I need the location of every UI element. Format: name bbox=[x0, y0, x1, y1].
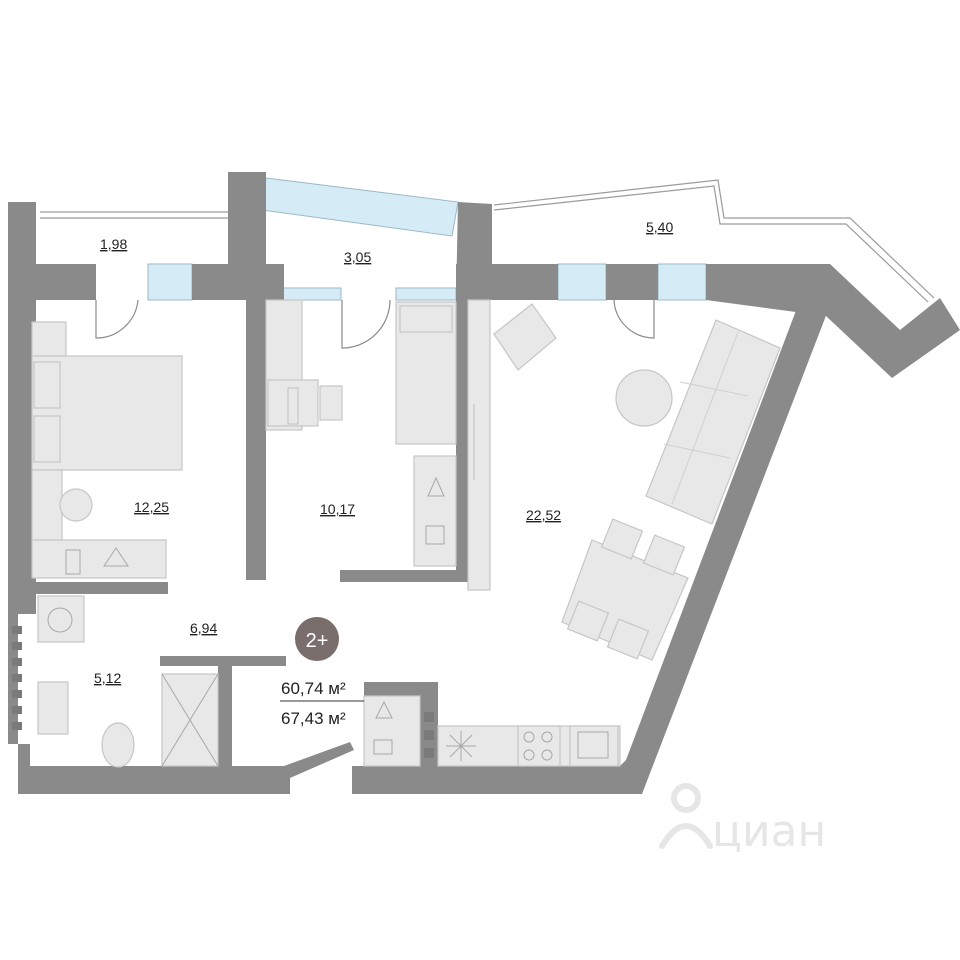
pillow-1 bbox=[33, 361, 61, 409]
doors bbox=[95, 299, 655, 349]
watermark-text: циан bbox=[712, 806, 826, 857]
balcony-left-area: 1,98 bbox=[100, 236, 127, 252]
dining-chair-3 bbox=[566, 600, 610, 642]
bedroom-desk bbox=[31, 469, 63, 541]
bathroom-area: 5,12 bbox=[94, 670, 121, 686]
living-total-area: 60,74 м² bbox=[281, 679, 346, 698]
armchair bbox=[493, 303, 557, 371]
rooms-badge: 2+ bbox=[295, 617, 339, 661]
bath-sink bbox=[37, 681, 69, 735]
watermark: циан bbox=[659, 783, 826, 857]
radiator-marks bbox=[12, 626, 434, 758]
chair-study bbox=[319, 385, 343, 421]
stool bbox=[59, 488, 93, 522]
total-area-block: 60,74 м² 67,43 м² bbox=[280, 679, 364, 728]
badge-circle bbox=[295, 617, 339, 661]
tall-cabinet bbox=[467, 299, 491, 591]
window-living-balcony-2 bbox=[657, 263, 707, 301]
dining-chair-4 bbox=[606, 618, 650, 660]
window-bedroom-balcony bbox=[147, 263, 193, 301]
hall-area: 6,94 bbox=[190, 620, 217, 636]
cian-logo-icon bbox=[659, 783, 713, 849]
balcony-middle-area: 3,05 bbox=[344, 249, 371, 265]
total-area: 67,43 м² bbox=[281, 709, 346, 728]
window-balcony-middle bbox=[261, 177, 459, 237]
hall-cabinet bbox=[363, 695, 421, 767]
window-study-2 bbox=[395, 287, 457, 301]
washing-machine bbox=[37, 595, 85, 643]
window-study-1 bbox=[282, 287, 342, 301]
dining-chair-2 bbox=[642, 534, 686, 576]
monitor bbox=[287, 387, 299, 425]
single-bed-pillow bbox=[399, 305, 453, 333]
windows bbox=[147, 177, 707, 301]
pillow-2 bbox=[33, 415, 61, 463]
furniture-details bbox=[47, 331, 749, 767]
stove bbox=[517, 725, 561, 767]
wardrobe-bedroom bbox=[31, 539, 167, 579]
wardrobe-study bbox=[413, 455, 457, 567]
dining-chair-1 bbox=[600, 518, 644, 560]
sofa bbox=[645, 319, 781, 525]
furniture bbox=[31, 299, 781, 768]
balcony-outlines bbox=[40, 179, 935, 303]
living-area: 22,52 bbox=[526, 507, 561, 523]
badge-label: 2+ bbox=[306, 630, 329, 652]
nightstand bbox=[31, 321, 67, 357]
study-area: 10,17 bbox=[320, 501, 355, 517]
balcony-right-area: 5,40 bbox=[646, 219, 673, 235]
toilet bbox=[101, 722, 135, 768]
walls bbox=[8, 172, 960, 794]
bedroom-area: 12,25 bbox=[134, 499, 169, 515]
round-table bbox=[615, 369, 673, 427]
window-living-balcony-1 bbox=[557, 263, 607, 301]
